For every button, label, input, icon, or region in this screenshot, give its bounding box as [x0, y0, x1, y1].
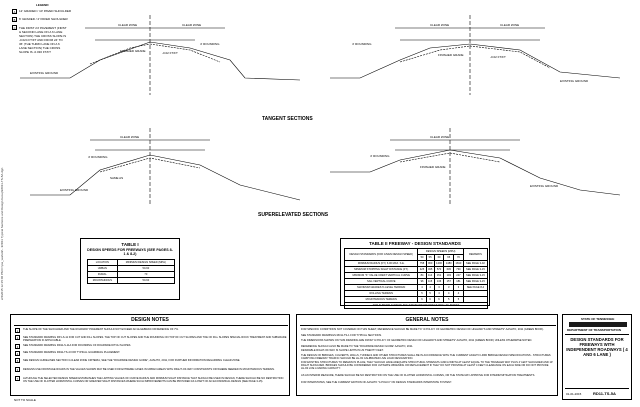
tangent-section-right — [330, 15, 621, 95]
label-finished-grade: FINISHED GRADE — [420, 165, 446, 169]
general-note-1: FOR SPECIFIC CONDITIONS NOT COVERED ON T… — [301, 328, 544, 331]
label-same-as: SAME AS — [110, 176, 124, 180]
label-existing-ground: EXISTING GROUND — [60, 188, 89, 192]
general-note-7: FOR EXISTING STRUCTURES TO REMAIN IN PLA… — [301, 361, 553, 370]
design-note-5: SEE DESIGN GUIDELINES SECTION 3-CLEAR ZO… — [23, 359, 241, 362]
label-clear-zone: CLEAR ZONE — [120, 135, 140, 139]
design-note-3: SEE STANDARD DRAWING RD11-S-11A FOR ROUN… — [23, 344, 132, 347]
table-1-title: TABLE I — [121, 242, 139, 247]
legend-marker-c: C — [12, 25, 17, 30]
design-note-7: ALTHOUGH THE SELECTED DESIGN SPEED ESTAB… — [23, 377, 284, 383]
label-clear-zone: CLEAR ZONE — [430, 23, 450, 27]
note-marker: 4 — [15, 351, 20, 356]
general-note-3: THE DIMENSIONS SHOWN ON THIS DRAWING ARE… — [301, 339, 533, 342]
legend-item-b: 6' GRADED / 4' PAVED SHOULDER — [19, 17, 68, 21]
tdot-logo — [569, 322, 627, 327]
drawing-date: 01-01-2015 — [566, 392, 582, 396]
design-note-6: DESIGNS USE FRONTAGE ROADS IN THE VALUES… — [23, 368, 275, 371]
design-notes: DESIGN NOTES 1 THE SLOPE OF THE SHOULDER… — [10, 314, 290, 396]
table-2-grid: DESIGN STANDARDS (FOR GIVEN DESIGN SPEED… — [343, 248, 489, 309]
label-slope: -0.02 FT/FT — [490, 55, 506, 59]
table-1: TABLE I DESIGN SPEEDS FOR FREEWAYS (SEE … — [80, 238, 180, 300]
title-block: STATE OF TENNESSEE DEPARTMENT OF TRANSPO… — [562, 314, 632, 400]
general-note-5: DESIRABLE RIGHT-OF-WAY IS SLOPE LIMITS P… — [301, 349, 384, 352]
label-clear-zone: CLEAR ZONE — [182, 23, 202, 27]
superelevated-section-left — [30, 128, 301, 205]
legend-marker-b: B — [12, 17, 17, 22]
superelevated-section-right — [330, 128, 621, 205]
department-name: DEPARTMENT OF TRANSPORTATION — [567, 328, 621, 332]
note-marker: 3 — [15, 344, 20, 349]
legend-title: LEGEND — [36, 3, 49, 7]
general-note-6: THE DESIGN OF BRIDGES, CULVERTS, WALLS, … — [301, 354, 551, 360]
general-notes-title: GENERAL NOTES — [405, 317, 449, 323]
note-marker: 1 — [15, 328, 20, 333]
sheet-number: RD11-TS-5A — [593, 391, 616, 396]
drawing-title: DESIGN STANDARDS FOR FREEWAYS WITH INDEP… — [566, 337, 628, 357]
label-existing-ground: EXISTING GROUND — [30, 71, 59, 75]
general-note-9: FOR INTERSTATES, SEE THE CURRENT EDITION… — [301, 381, 453, 384]
label-finished-grade: FINISHED GRADE — [120, 49, 146, 53]
label-clear-zone: CLEAR ZONE — [430, 135, 450, 139]
general-note-8: AS AN INTERIM MEASURE, THERE SHOULD BE N… — [301, 374, 536, 377]
state-name: STATE OF TENNESSEE — [581, 317, 615, 321]
table-header: DESIGN STANDARDS (FOR GIVEN DESIGN SPEED… — [343, 248, 419, 261]
legend-item-c: THE FIRST 24' PAVEMENT (FIRST & SECOND L… — [19, 26, 67, 54]
tangent-section-left — [20, 15, 301, 95]
general-note-4: REFERENCE SHOULD ALSO BE MADE TO THE "RO… — [301, 345, 414, 348]
design-note-1: THE SLOPE OF THE SHOULDER AND THE ROADWA… — [23, 328, 179, 331]
label-existing-ground: EXISTING GROUND — [560, 79, 589, 83]
label-rounding: 4' ROUNDING — [88, 155, 108, 159]
general-note-2: SEE STANDARD DRAWINGS RD11-TS-1 FOR TYPI… — [301, 334, 382, 337]
table-2-title: TABLE II FREEWAY - DESIGN STANDARDS — [369, 241, 461, 246]
superelevated-sections-title: SUPERELEVATED SECTIONS — [258, 212, 329, 218]
label-existing-ground: EXISTING GROUND — [530, 184, 559, 188]
design-notes-title: DESIGN NOTES — [131, 317, 169, 323]
table-1-subtitle: DESIGN SPEEDS FOR FREEWAYS (SEE PAGES 8-… — [87, 248, 173, 256]
label-clear-zone: CLEAR ZONE — [118, 23, 138, 27]
note-marker: 2 — [15, 335, 20, 340]
not-to-scale-note: NOT TO SCALE — [14, 398, 36, 402]
table-2-footnote: FOR SUPERELEVATION SEE STANDARD DRAWINGS… — [344, 302, 488, 309]
note-marker: 5 — [15, 358, 20, 363]
label-rounding: 4' ROUNDING — [370, 154, 390, 158]
note-marker: 6 — [15, 367, 20, 372]
table-row: MINIMUM STOPPING SIGHT DISTANCE (FT.)425… — [343, 266, 489, 273]
label-clear-zone: CLEAR ZONE — [500, 23, 520, 27]
table-2: TABLE II FREEWAY - DESIGN STANDARDS DESI… — [340, 238, 490, 309]
design-note-2: SEE STANDARD DRAWING RP-LS-11 FOR CUT AN… — [23, 336, 287, 342]
table-header: REMARKS — [462, 248, 489, 261]
tangent-sections-title: TANGENT SECTIONS — [262, 116, 313, 122]
label-rounding: 4' ROUNDING — [200, 42, 220, 46]
design-note-4: SEE STANDARD DRAWING RD11-TS-4 FOR TYPIC… — [23, 351, 121, 354]
label-finished-grade: FINISHED GRADE — [438, 53, 464, 57]
label-rounding: 4' ROUNDING — [352, 42, 372, 46]
legend-item-a: 12' GRADED / 10' PAVED SHOULDER — [19, 9, 72, 13]
label-slope: -0.02 FT/FT — [162, 51, 178, 55]
note-marker: 7 — [15, 376, 20, 381]
cross-section-drawings — [20, 15, 621, 205]
legend-marker-a: A — [12, 9, 17, 14]
general-notes: GENERAL NOTES FOR SPECIFIC CONDITIONS NO… — [296, 314, 558, 396]
